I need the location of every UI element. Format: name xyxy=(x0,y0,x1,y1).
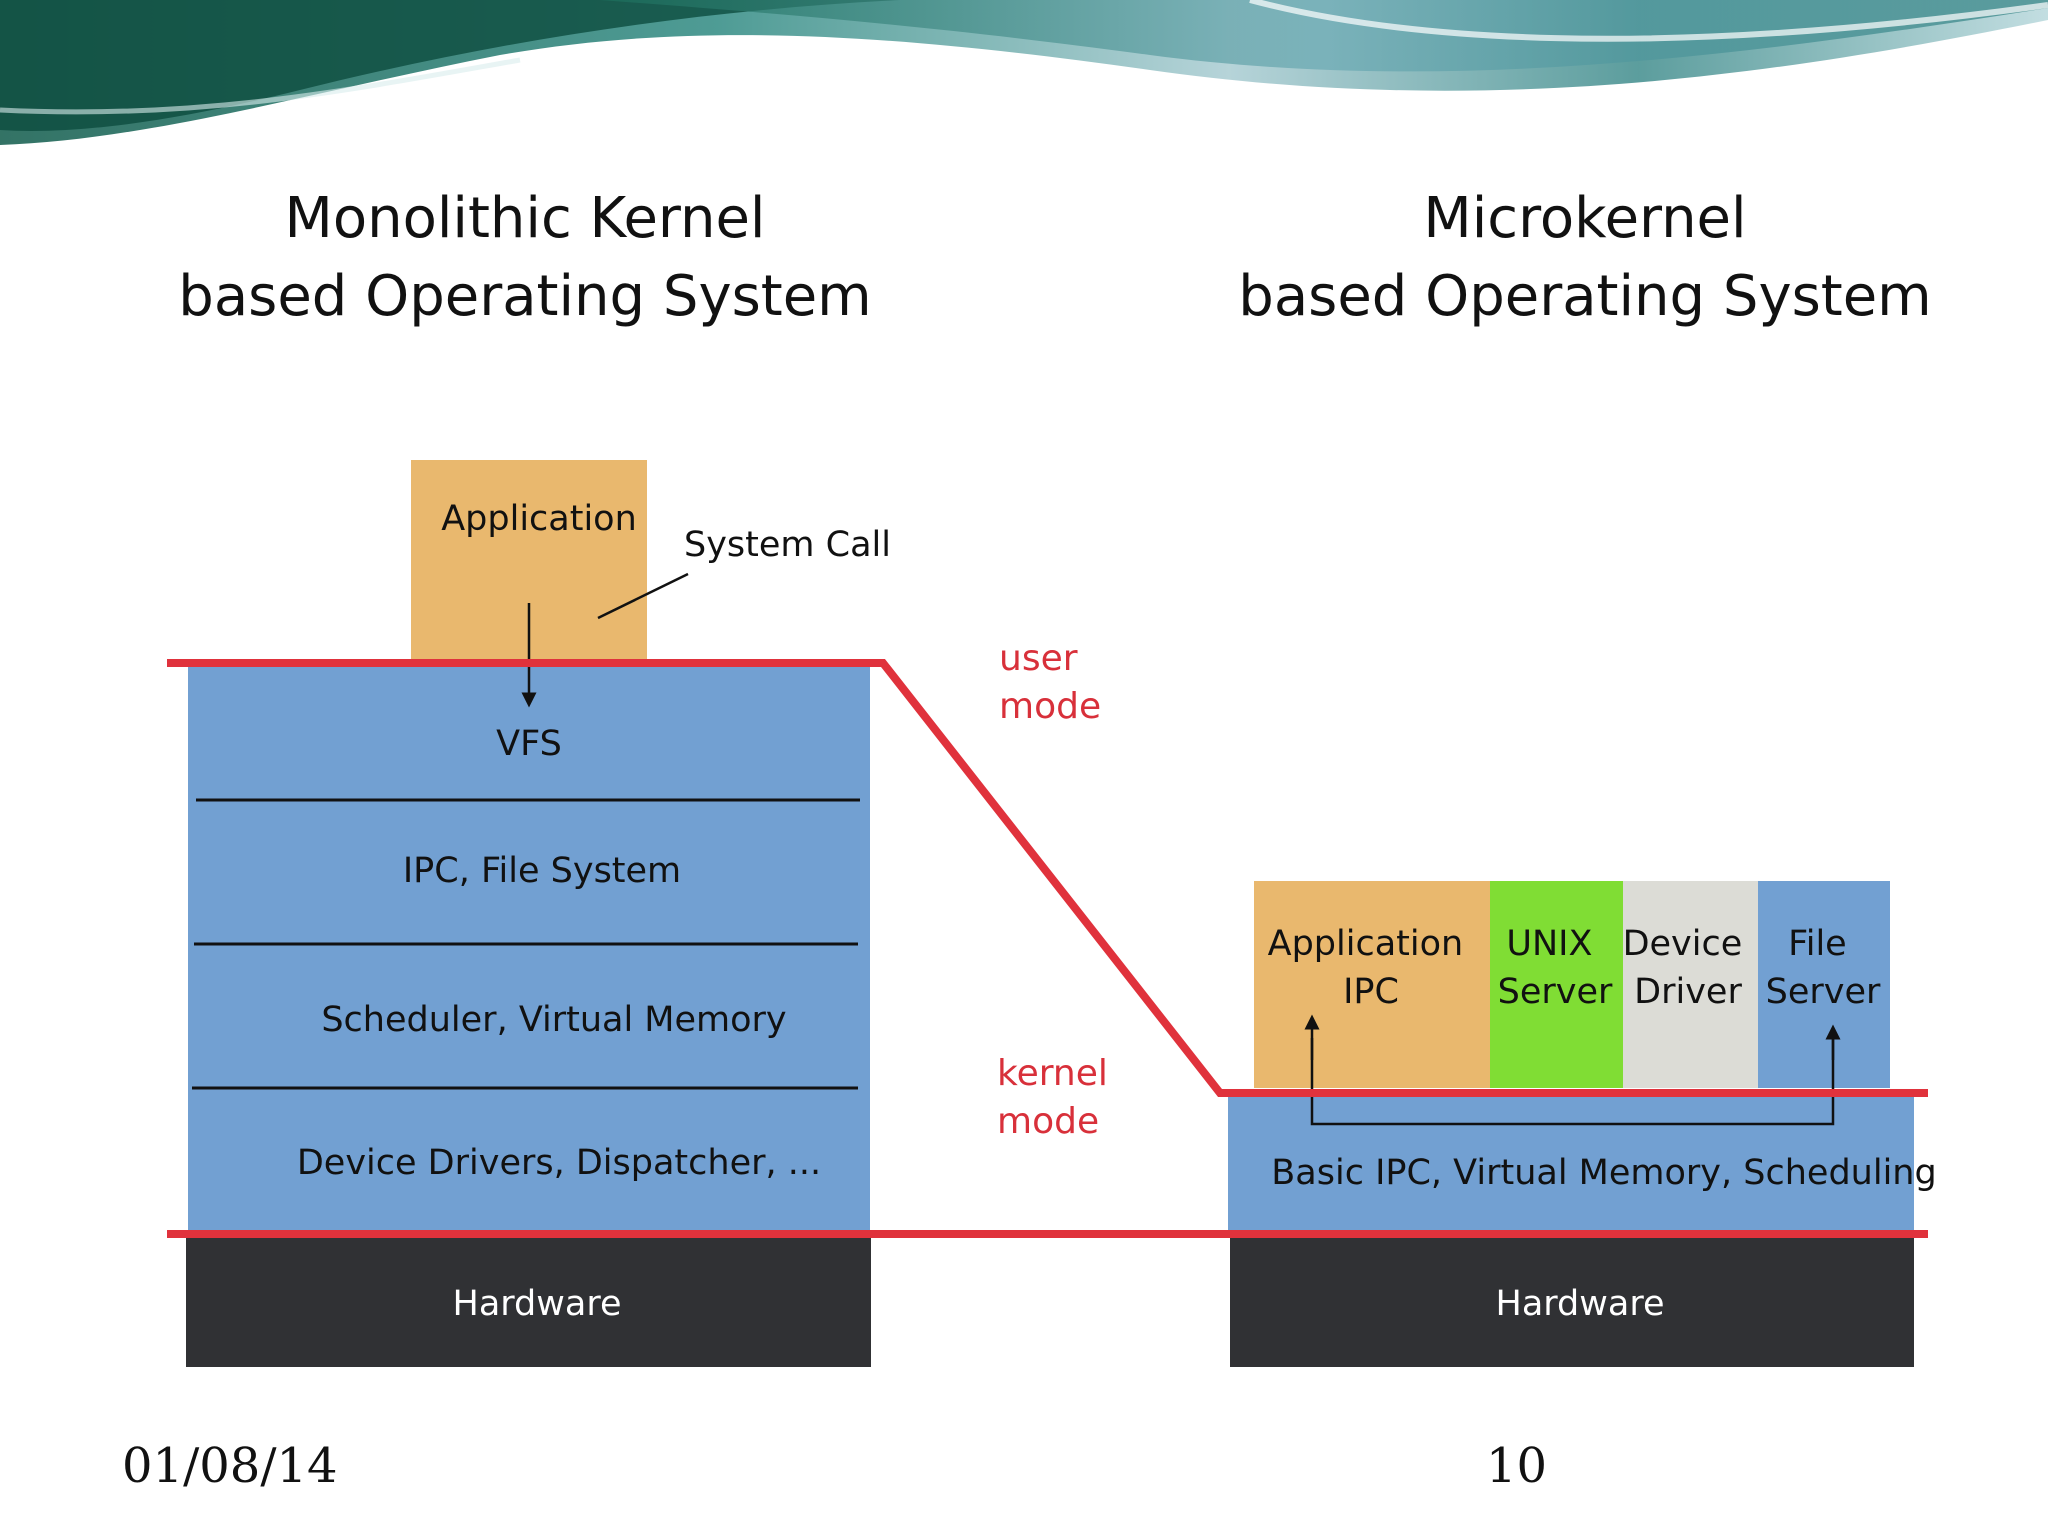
micro-server-unix xyxy=(1490,881,1623,1088)
mono-layer-ipc-fs: IPC, File System xyxy=(403,851,681,891)
mono-hardware-box xyxy=(186,1236,871,1367)
micro-device-driver-label: Device Driver xyxy=(1623,924,1754,1012)
micro-server-application-ipc xyxy=(1254,881,1490,1088)
micro-unix-line1: UNIX xyxy=(1506,924,1592,964)
micro-ipc-path xyxy=(1310,1038,1835,1126)
slide-page-number: 10 xyxy=(1486,1438,1548,1494)
mono-layer-scheduler-vm: Scheduler, Virtual Memory xyxy=(321,1000,786,1040)
microkernel-title-line2: based Operating System xyxy=(1238,264,1932,329)
micro-file-server-label: File Server xyxy=(1766,924,1881,1012)
user-mode-line2: mode xyxy=(999,686,1101,727)
micro-hardware-box xyxy=(1230,1236,1914,1367)
micro-file-line1: File xyxy=(1788,924,1847,964)
monolithic-title-line1: Monolithic Kernel xyxy=(284,186,766,251)
slide-date: 01/08/14 xyxy=(122,1438,338,1494)
micro-kernel-box xyxy=(1228,1092,1914,1236)
micro-hardware-label: Hardware xyxy=(1496,1284,1665,1324)
micro-device-line2: Driver xyxy=(1634,972,1742,1012)
micro-app-ipc-line2: IPC xyxy=(1343,972,1399,1012)
micro-kernel-label: Basic IPC, Virtual Memory, Scheduling xyxy=(1271,1153,1936,1193)
mono-hardware-label: Hardware xyxy=(453,1284,622,1324)
system-call-label: System Call xyxy=(684,525,891,565)
micro-server-file xyxy=(1758,881,1890,1088)
kernel-mode-label: kernel mode xyxy=(997,1053,1119,1142)
micro-device-line1: Device xyxy=(1623,924,1743,964)
microkernel-title-line1: Microkernel xyxy=(1423,186,1747,251)
user-mode-line1: user xyxy=(999,638,1078,679)
monolithic-title-line2: based Operating System xyxy=(178,264,872,329)
micro-server-device-driver xyxy=(1623,881,1758,1088)
mono-application-label: Application xyxy=(441,499,637,539)
micro-app-ipc-label: Application IPC xyxy=(1268,924,1475,1012)
user-mode-label: user mode xyxy=(999,638,1101,727)
micro-unix-label: UNIX Server xyxy=(1498,924,1613,1012)
user-kernel-boundary-line xyxy=(167,659,1928,1097)
monolithic-title: Monolithic Kernel based Operating System xyxy=(130,180,920,336)
micro-unix-line2: Server xyxy=(1498,972,1613,1012)
kernel-mode-line1: kernel xyxy=(997,1053,1108,1094)
mono-kernel-box xyxy=(188,661,870,1236)
micro-app-ipc-line1: Application xyxy=(1268,924,1464,964)
kernel-mode-line2: mode xyxy=(997,1101,1099,1142)
microkernel-title: Microkernel based Operating System xyxy=(1200,180,1970,336)
mono-layer-vfs: VFS xyxy=(496,724,562,764)
mono-layer-drivers: Device Drivers, Dispatcher, ... xyxy=(297,1143,821,1183)
micro-file-line2: Server xyxy=(1766,972,1881,1012)
header-wave-banner xyxy=(0,0,2048,150)
system-call-pointer xyxy=(597,572,689,620)
